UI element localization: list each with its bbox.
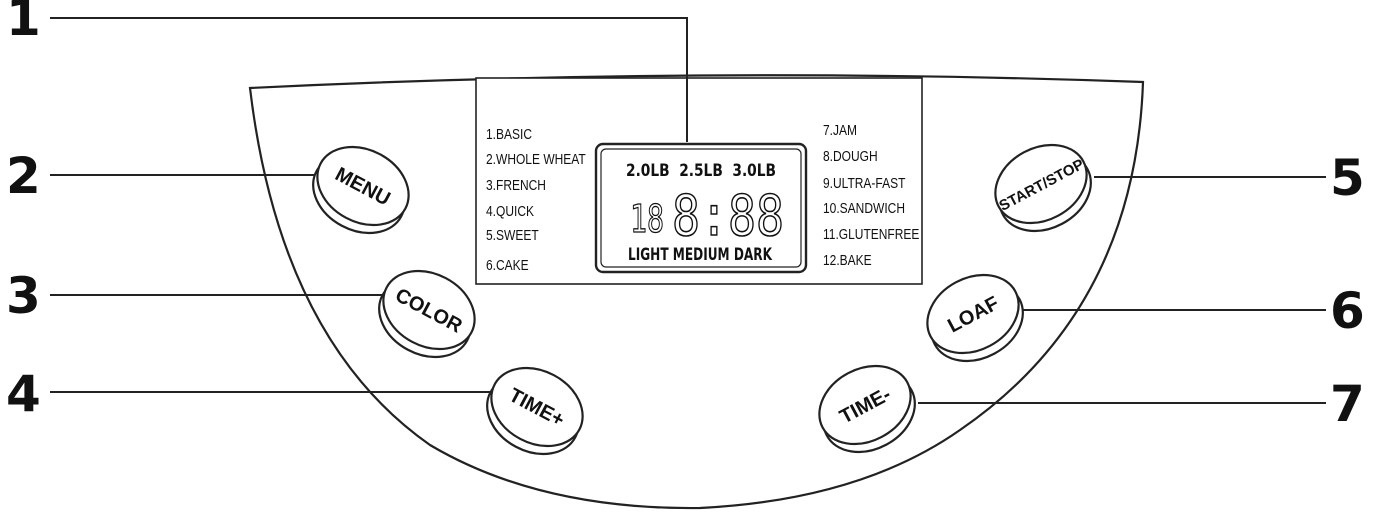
loaf-button[interactable]: LOAF <box>912 258 1038 378</box>
program-list-right: 7.JAM 8.DOUGH 9.ULTRA-FAST 10.SANDWICH 1… <box>823 122 919 269</box>
program-item: 12.BAKE <box>823 252 872 269</box>
loaf-size-indicators: 2.0LB 2.5LB 3.0LB <box>626 161 776 181</box>
program-number-digits: 18 <box>630 197 664 241</box>
color-button[interactable]: COLOR <box>364 254 490 374</box>
program-item: 9.ULTRA-FAST <box>823 175 905 192</box>
program-item: 10.SANDWICH <box>823 200 905 217</box>
program-list-left: 1.BASIC 2.WHOLE WHEAT 3.FRENCH 4.QUICK 5… <box>486 126 586 274</box>
callout-7: 7 <box>1330 375 1365 433</box>
program-item: 5.SWEET <box>486 227 539 244</box>
time-plus-button[interactable]: TIME+ <box>472 351 598 471</box>
program-item: 2.WHOLE WHEAT <box>486 151 586 168</box>
callout-4: 4 <box>6 365 41 423</box>
crust-color-indicators: LIGHT MEDIUM DARK <box>628 245 773 265</box>
callout-3: 3 <box>6 267 41 325</box>
program-item: 4.QUICK <box>486 203 534 220</box>
leader-line-1 <box>50 17 688 142</box>
program-item: 7.JAM <box>823 122 857 139</box>
program-item: 6.CAKE <box>486 257 529 274</box>
leader-lines <box>50 17 1326 404</box>
callout-5: 5 <box>1330 149 1365 207</box>
time-minus-button[interactable]: TIME- <box>804 349 930 469</box>
menu-button[interactable]: MENU <box>298 130 424 250</box>
program-item: 1.BASIC <box>486 126 532 143</box>
callout-numbers: 1 2 3 4 5 6 7 <box>6 0 1365 433</box>
time-digits: 8:88 <box>672 184 784 249</box>
start-stop-button[interactable]: START/STOP <box>980 128 1106 248</box>
callout-2: 2 <box>6 147 41 205</box>
program-item: 8.DOUGH <box>823 148 878 165</box>
program-item: 11.GLUTENFREE <box>823 226 919 243</box>
lcd-screen: 2.0LB 2.5LB 3.0LB 18 8:88 LIGHT MEDIUM D… <box>594 142 808 274</box>
callout-1: 1 <box>6 0 41 47</box>
program-item: 3.FRENCH <box>486 177 546 194</box>
callout-6: 6 <box>1330 282 1365 340</box>
